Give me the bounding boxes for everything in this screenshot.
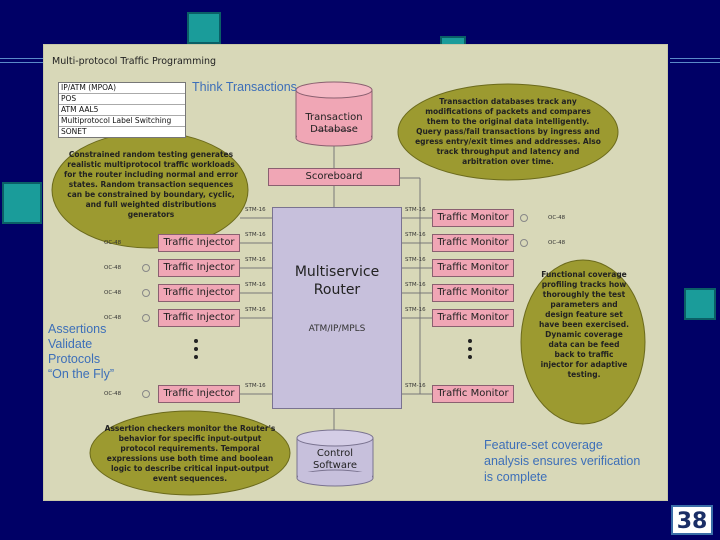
cloud-random: Constrained random testing generates rea… xyxy=(63,150,238,219)
oc-label: OC-48 xyxy=(104,315,122,321)
traffic-monitor: Traffic Monitor xyxy=(432,259,514,277)
traffic-injector: Traffic Injector xyxy=(158,309,240,327)
router-title-line2: Router xyxy=(313,282,361,298)
database-label-line2: Database xyxy=(310,124,358,135)
decor-square xyxy=(684,288,716,320)
traffic-monitor: Traffic Monitor xyxy=(432,309,514,327)
oc-label: OC-48 xyxy=(104,265,122,271)
assertions-line1: Assertions xyxy=(48,322,107,336)
stm-label: STM-16 xyxy=(405,307,426,313)
cloud-database: Transaction databases track any modifica… xyxy=(415,97,601,166)
feature-coverage-label: Feature-set coverage analysis ensures ve… xyxy=(484,437,640,485)
page-number: 38 xyxy=(671,505,713,535)
oc-label: OC-48 xyxy=(548,240,566,246)
traffic-monitor: Traffic Monitor xyxy=(432,209,514,227)
think-transactions-label: Think Transactions xyxy=(192,80,297,94)
traffic-injector: Traffic Injector xyxy=(158,385,240,403)
database-label-line1: Transaction xyxy=(305,112,363,123)
stm-label: STM-16 xyxy=(245,307,266,313)
router-box: Multiservice Router ATM/IP/MPLS xyxy=(272,207,402,409)
database-cylinder xyxy=(295,81,373,147)
list-item: ATM AAL5 xyxy=(59,105,185,116)
traffic-injector: Traffic Injector xyxy=(158,259,240,277)
assertions-line4: “On the Fly” xyxy=(48,367,114,381)
decor-square xyxy=(2,182,42,224)
oc-label: OC-48 xyxy=(104,391,122,397)
traffic-monitor: Traffic Monitor xyxy=(432,385,514,403)
router-title-line1: Multiservice xyxy=(294,264,380,280)
list-item: Multiprotocol Label Switching xyxy=(59,116,185,127)
stm-label: STM-16 xyxy=(405,207,426,213)
stm-label: STM-16 xyxy=(405,383,426,389)
traffic-injector: Traffic Injector xyxy=(158,234,240,252)
traffic-injector: Traffic Injector xyxy=(158,284,240,302)
stm-label: STM-16 xyxy=(245,383,266,389)
slide-title: Multi-protocol Traffic Programming xyxy=(52,56,217,67)
router-subtitle: ATM/IP/MPLS xyxy=(308,324,366,334)
decor-line xyxy=(670,58,720,63)
stm-label: STM-16 xyxy=(405,282,426,288)
assertions-line2: Validate xyxy=(48,337,93,351)
oc-label: OC-48 xyxy=(104,290,122,296)
feature-line3: is complete xyxy=(484,470,548,484)
traffic-monitor: Traffic Monitor xyxy=(432,284,514,302)
control-line1: Control xyxy=(316,448,354,459)
feature-line1: Feature-set coverage xyxy=(484,438,603,452)
list-item: IP/ATM (MPOA) xyxy=(59,83,185,94)
cloud-functional-shape xyxy=(520,259,646,425)
cloud-assertion: Assertion checkers monitor the Router's … xyxy=(104,424,276,483)
protocol-list: IP/ATM (MPOA) POS ATM AAL5 Multiprotocol… xyxy=(58,82,186,138)
stm-label: STM-16 xyxy=(405,232,426,238)
feature-line2: analysis ensures verification xyxy=(484,454,641,468)
control-software-label: Control Software xyxy=(297,448,373,472)
list-item: POS xyxy=(59,94,185,105)
stm-label: STM-16 xyxy=(405,257,426,263)
database-label: Transaction Database xyxy=(296,112,372,136)
assertions-label: Assertions Validate Protocols “On the Fl… xyxy=(48,322,114,382)
oc-label: OC-48 xyxy=(104,240,122,246)
stm-label: STM-16 xyxy=(245,282,266,288)
cloud-functional: Functional coverage profiling tracks how… xyxy=(539,270,629,379)
cloud-assertion-shape xyxy=(89,410,291,496)
decor-line xyxy=(0,58,60,63)
control-line2: Software xyxy=(312,460,358,471)
traffic-monitor: Traffic Monitor xyxy=(432,234,514,252)
stm-label: STM-16 xyxy=(245,207,266,213)
assertions-line3: Protocols xyxy=(48,352,101,366)
oc-label: OC-48 xyxy=(548,215,566,221)
list-item: SONET xyxy=(61,127,87,136)
stm-label: STM-16 xyxy=(245,257,266,263)
decor-square xyxy=(187,12,221,44)
stm-label: STM-16 xyxy=(245,232,266,238)
scoreboard-box: Scoreboard xyxy=(268,168,400,186)
control-cylinder xyxy=(296,429,374,487)
cloud-database-shape xyxy=(397,83,619,181)
